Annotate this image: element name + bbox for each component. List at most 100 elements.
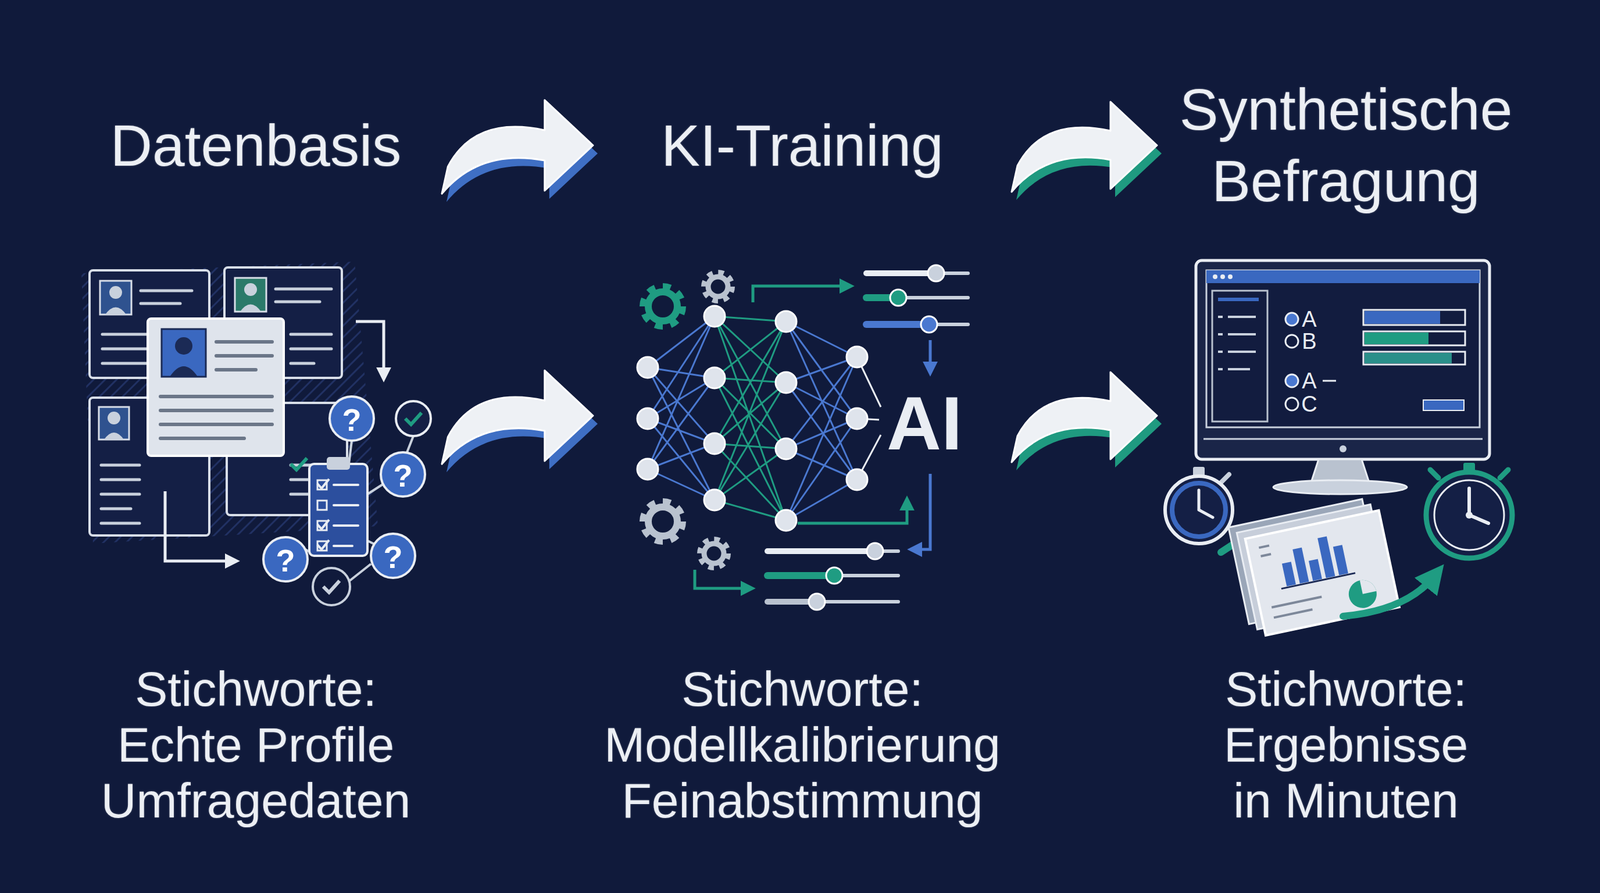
- survey-monitor-part: [1339, 445, 1347, 453]
- results-report-part-part: [1258, 537, 1324, 619]
- neural-network-part-part: [704, 367, 725, 389]
- neural-network-part-part: [846, 346, 868, 368]
- arrow-body: [1011, 372, 1157, 463]
- neural-network-part: [826, 567, 843, 584]
- profile-cards-part: [101, 465, 140, 524]
- survey-monitor-part: [1364, 332, 1429, 345]
- title-area: KI-Training: [593, 63, 1012, 227]
- option-letter: B: [1301, 330, 1317, 353]
- survey-monitor-part: [1195, 260, 1490, 460]
- neural-network-part-part: [637, 356, 659, 378]
- survey-monitor-part: [1285, 312, 1299, 326]
- results-report-part: [1228, 495, 1400, 639]
- results-report-part-part: [1359, 577, 1377, 594]
- neural-network-part-part: [846, 469, 868, 491]
- profile-cards-part: [105, 307, 127, 316]
- profile-cards-part: [175, 337, 193, 355]
- neural-network-part-part: [637, 408, 659, 430]
- keyword-heading: Stichworte:: [681, 661, 924, 717]
- profile-cards-part: [380, 452, 425, 497]
- neural-network: [637, 265, 969, 610]
- profile-cards-part: [405, 412, 422, 425]
- neural-network-part-part: [775, 438, 797, 460]
- survey-monitor-part: [1285, 374, 1299, 388]
- question-mark: ?: [393, 459, 413, 492]
- profile-cards-part: [161, 329, 206, 377]
- survey-monitor-part: [1227, 274, 1233, 280]
- stage-column: DatenbasisStichworte:Echte ProfileUmfrag…: [69, 63, 442, 838]
- neural-network-part: [648, 291, 678, 321]
- neural-network-part: [704, 273, 732, 300]
- arrow-body: [441, 100, 594, 194]
- results-report-part-part: [1292, 547, 1309, 584]
- stopwatch-icon-part: [1165, 476, 1233, 544]
- results-report-part-part: [1345, 577, 1380, 611]
- stopwatch-icon-part: [1434, 480, 1505, 550]
- keyword-text: Feinabstimmung: [622, 772, 984, 829]
- profile-cards-part: [317, 480, 327, 551]
- survey-monitor-part: [1311, 459, 1370, 483]
- profile-cards-part: [290, 458, 307, 470]
- stopwatch-icon: [1165, 462, 1513, 559]
- neural-network-part: [927, 265, 945, 282]
- profile-cards-part: [326, 456, 350, 470]
- results-report-part-part: [1317, 536, 1335, 578]
- neural-network-part-part: [704, 305, 725, 327]
- neural-network-part: [694, 569, 752, 589]
- profile-cards-part: [98, 406, 130, 440]
- survey-monitor-part: [1363, 309, 1466, 325]
- profile-cards-part: [165, 491, 236, 562]
- neural-network-part: [644, 287, 682, 325]
- neural-network-part: [767, 572, 835, 580]
- neural-network-part: [929, 340, 932, 373]
- neural-network-part: [644, 502, 682, 541]
- survey-monitor-part: [1206, 270, 1480, 284]
- stopwatch-icon-part: [1172, 483, 1226, 537]
- profile-cards-part: [395, 401, 431, 437]
- survey-monitor-part: [1218, 316, 1256, 370]
- neural-network-part: [637, 305, 868, 531]
- ai-label: AI: [886, 385, 963, 462]
- profile-cards-part: [333, 484, 359, 546]
- survey-monitor-part: [1273, 480, 1407, 495]
- arrow-shadow: [446, 378, 598, 473]
- profile-cards-part: [370, 533, 416, 578]
- neural-network-part: [648, 506, 678, 537]
- stage-title: Datenbasis: [110, 109, 402, 182]
- survey-monitor-part: [1212, 274, 1218, 280]
- option-letter: A: [1301, 308, 1317, 331]
- survey-monitor-part: [1203, 438, 1483, 441]
- neural-network-part: [752, 286, 850, 303]
- keyword-area: Stichworte:Ergebnisse in Minuten: [1156, 661, 1535, 829]
- neural-network-part: [866, 273, 969, 325]
- stopwatch-icon-part: [1465, 511, 1473, 519]
- survey-monitor-part: [1363, 331, 1466, 346]
- keyword-text: Umfragedaten: [101, 772, 411, 829]
- keyword-heading: Stichworte:: [1225, 661, 1467, 717]
- keyword-heading: Stichworte:: [134, 661, 377, 717]
- survey-monitor: [1195, 260, 1490, 495]
- stopwatch-icon-part: [1426, 472, 1513, 559]
- survey-monitor-part: [1212, 290, 1268, 422]
- flow-arrow: [1011, 101, 1162, 200]
- profile-cards-part: [329, 396, 374, 441]
- profile-cards-part: [109, 286, 123, 299]
- neural-network-part: [866, 270, 937, 277]
- stopwatch-icon-part: [1220, 474, 1230, 483]
- arrow-body: [441, 370, 594, 464]
- arrow-shadow: [446, 108, 598, 202]
- survey-monitor-part: [1364, 352, 1452, 364]
- stopwatch-icon-part: [1198, 490, 1213, 518]
- neural-network-part: [797, 500, 907, 524]
- neural-network-part: [767, 548, 875, 555]
- profile-cards-part: [107, 411, 121, 425]
- stage-title: Synthetische Befragung: [1156, 73, 1535, 217]
- flow-arrow: [441, 370, 598, 473]
- neural-network-part: [890, 289, 907, 306]
- neural-network-part-part: [775, 311, 797, 332]
- profile-cards-part: [100, 280, 132, 315]
- neural-network-part-part: [775, 509, 797, 531]
